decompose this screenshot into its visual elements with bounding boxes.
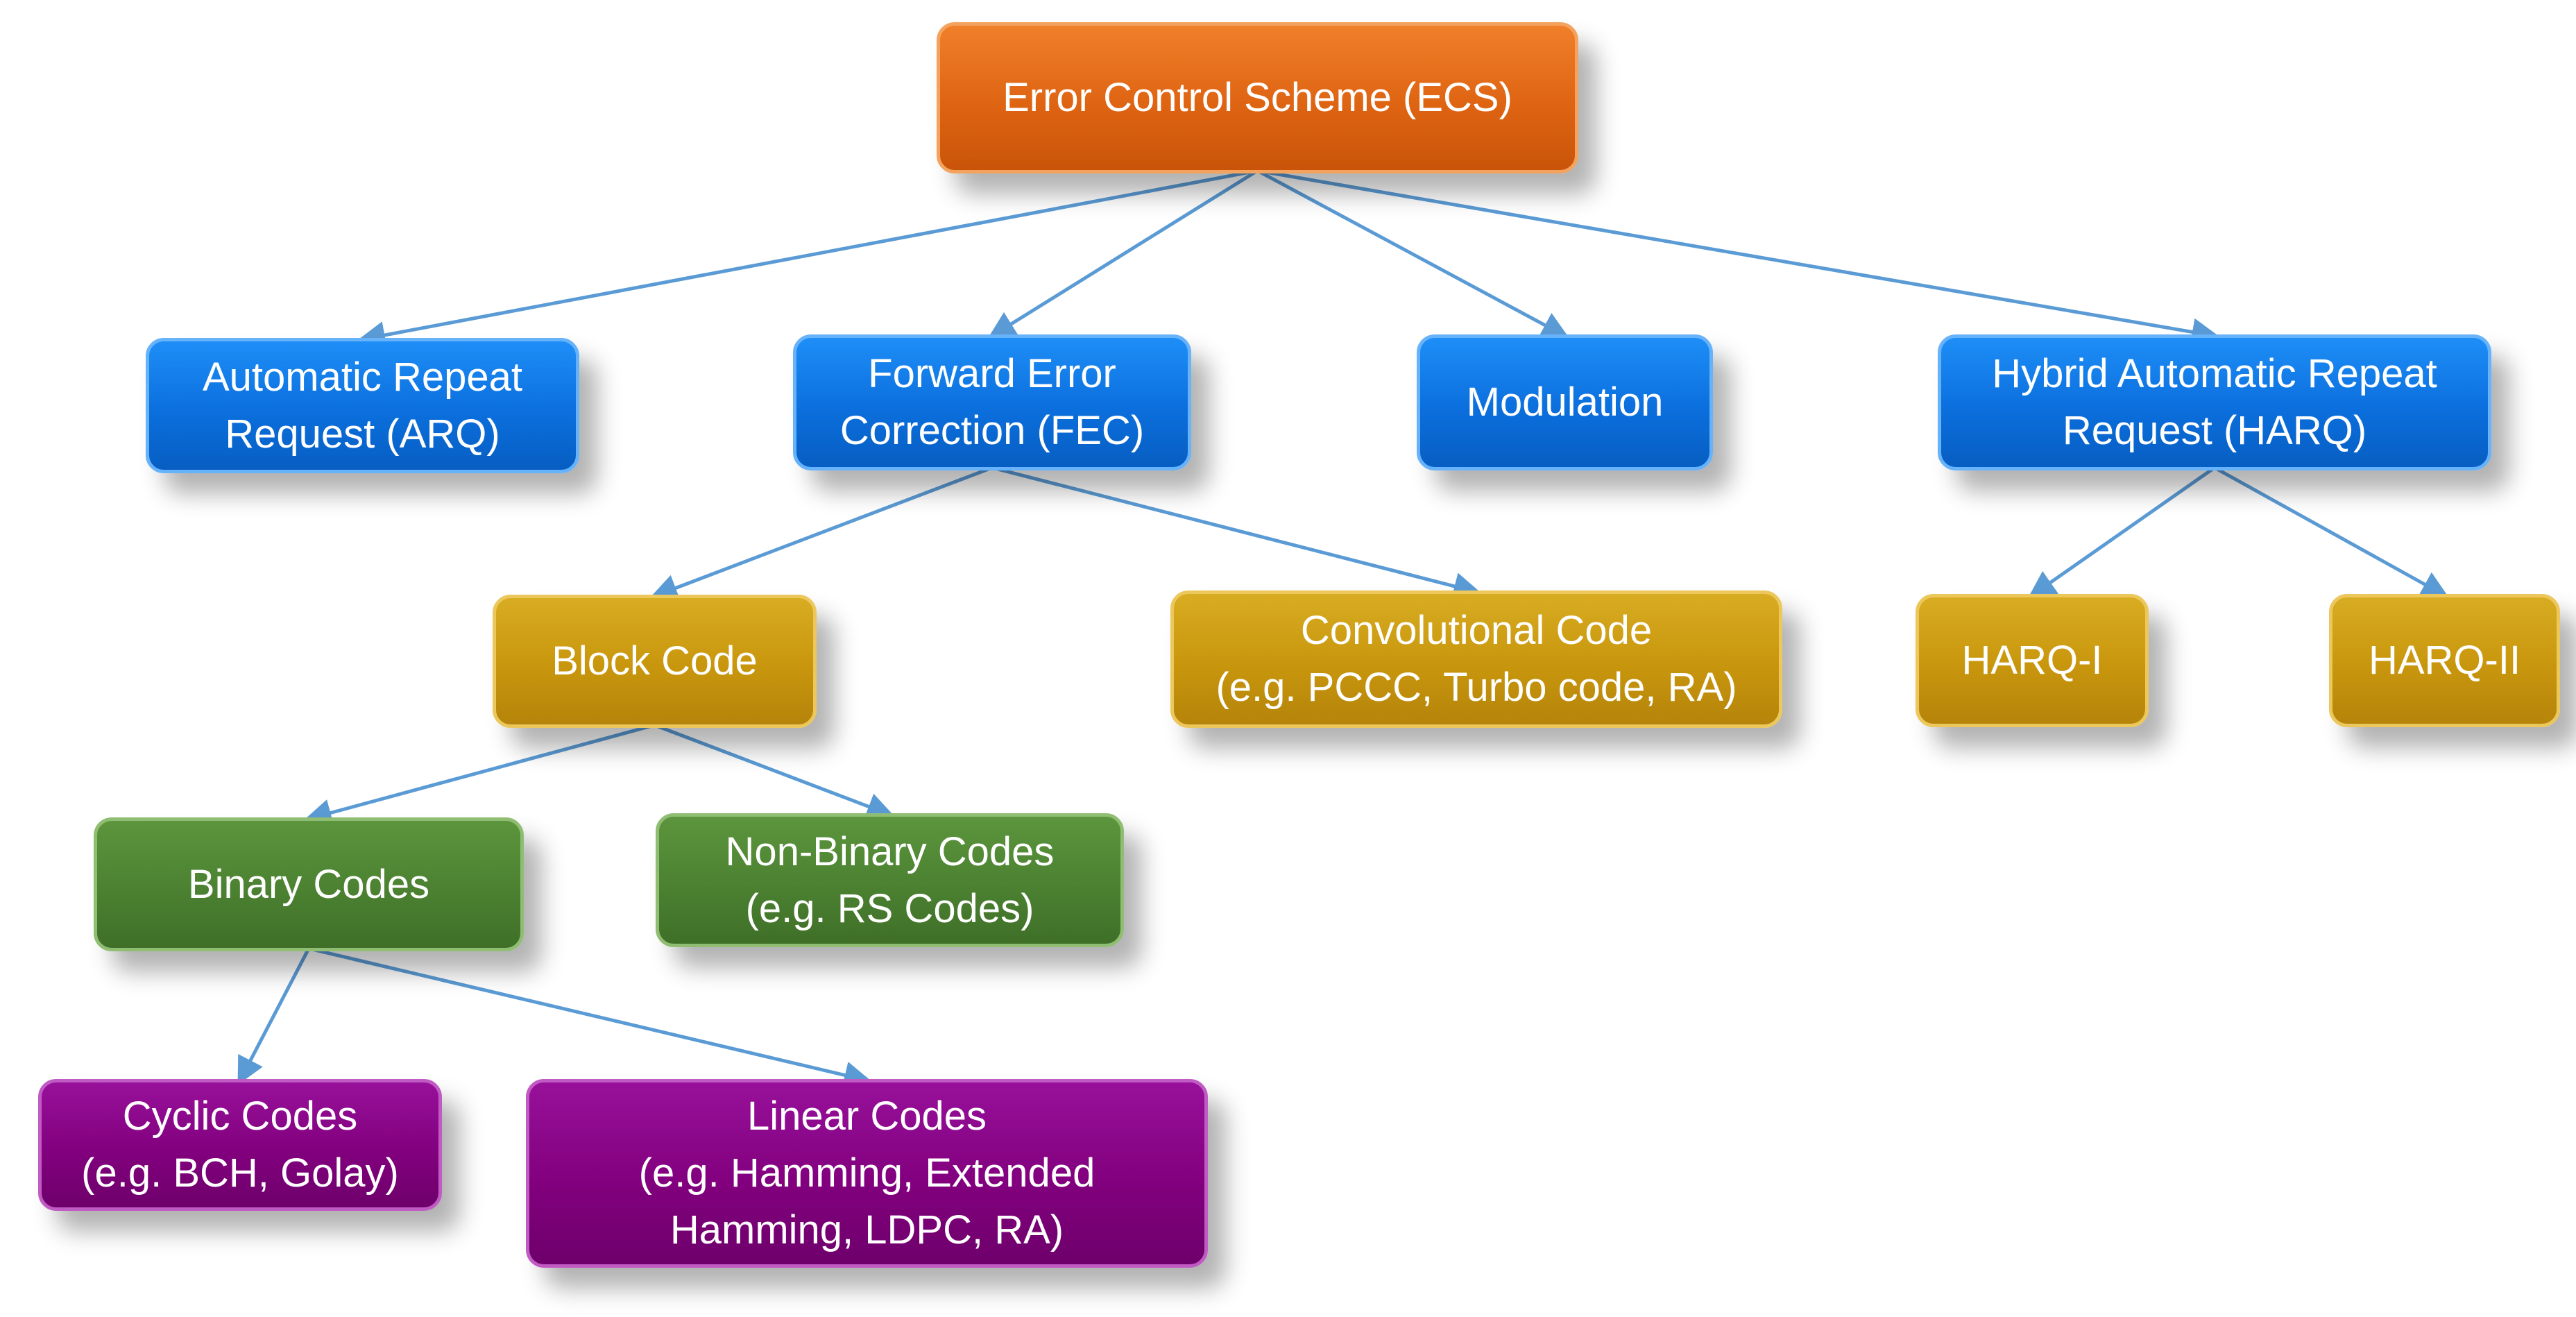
node-harq-i: HARQ-I xyxy=(1916,594,2149,727)
node-text-line: (e.g. PCCC, Turbo code, RA) xyxy=(1216,665,1737,710)
node-cyclic-codes: Cyclic Codes (e.g. BCH, Golay) xyxy=(38,1079,442,1211)
node-modulation: Modulation xyxy=(1417,334,1713,470)
connector-harq-to-harq2 xyxy=(2213,466,2450,598)
connector-fec-to-block xyxy=(649,466,993,602)
connector-block-to-binary xyxy=(303,723,656,826)
node-text-line: (e.g. BCH, Golay) xyxy=(81,1150,399,1196)
node-text-line: Modulation xyxy=(1466,380,1664,425)
node-text-line: Hamming, LDPC, RA) xyxy=(669,1207,1064,1252)
node-text-line: (e.g. RS Codes) xyxy=(745,885,1034,931)
node-automatic-repeat-request: Automatic Repeat Request (ARQ) xyxy=(146,338,579,473)
node-forward-error-correction: Forward Error Correction (FEC) xyxy=(793,334,1191,470)
connector-harq-to-harq1 xyxy=(2027,466,2216,599)
node-harq-ii: HARQ-II xyxy=(2329,594,2560,727)
node-text-line: Hybrid Automatic Repeat xyxy=(1992,351,2437,396)
connector-fec-to-conv xyxy=(991,466,1482,600)
node-text-line: Cyclic Codes xyxy=(122,1094,358,1139)
node-non-binary-codes: Non-Binary Codes (e.g. RS Codes) xyxy=(656,813,1124,947)
connector-ecs-to-mod xyxy=(1256,169,1570,339)
node-binary-codes: Binary Codes xyxy=(94,817,524,951)
node-text-line: Non-Binary Codes xyxy=(725,829,1055,874)
node-convolutional-code: Convolutional Code (e.g. PCCC, Turbo cod… xyxy=(1170,590,1782,728)
node-text-line: Error Control Scheme (ECS) xyxy=(1003,75,1512,120)
node-error-control-scheme: Error Control Scheme (ECS) xyxy=(937,22,1578,173)
node-text-line: Automatic Repeat xyxy=(202,354,523,400)
node-text-line: Block Code xyxy=(552,638,758,683)
node-linear-codes: Linear Codes (e.g. Hamming, Extended Ham… xyxy=(526,1079,1208,1268)
node-text-line: HARQ-I xyxy=(1961,638,2103,683)
connector-ecs-to-arq xyxy=(357,169,1258,349)
connector-binary-to-cyclic xyxy=(237,947,311,1085)
node-hybrid-automatic-repeat-request: Hybrid Automatic Repeat Request (HARQ) xyxy=(1938,334,2491,470)
node-text-line: Linear Codes xyxy=(747,1094,987,1139)
node-text-line: Request (HARQ) xyxy=(2062,408,2367,453)
connector-ecs-to-harq xyxy=(1257,169,2220,346)
node-block-code: Block Code xyxy=(493,595,817,728)
node-text-line: HARQ-II xyxy=(2368,638,2521,683)
node-text-line: (e.g. Hamming, Extended xyxy=(638,1150,1095,1196)
connector-binary-to-linear xyxy=(308,946,872,1089)
connector-block-to-nonbin xyxy=(654,723,895,820)
connector-ecs-to-fec xyxy=(987,169,1259,339)
node-text-line: Convolutional Code xyxy=(1300,608,1653,653)
node-text-line: Binary Codes xyxy=(187,861,430,907)
node-text-line: Request (ARQ) xyxy=(225,411,500,457)
node-text-line: Correction (FEC) xyxy=(839,408,1145,453)
node-text-line: Forward Error xyxy=(868,351,1116,396)
